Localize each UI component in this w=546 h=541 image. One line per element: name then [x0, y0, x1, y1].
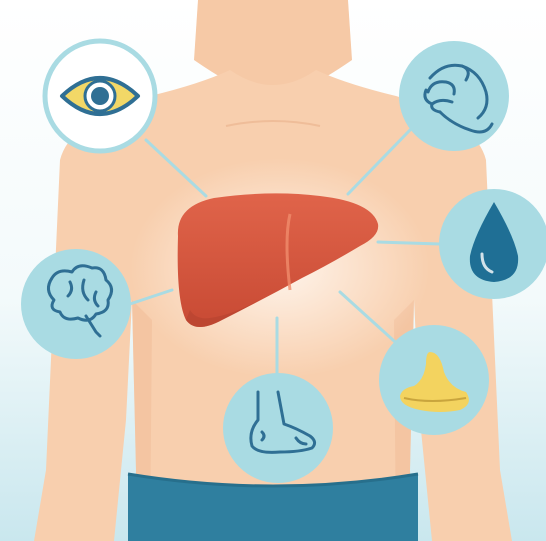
connector-drop — [378, 242, 440, 244]
nose-symptom-circle — [379, 325, 489, 435]
foot-symptom-circle — [223, 373, 333, 483]
eye-symptom-circle — [45, 41, 155, 151]
hand-symptom-circle — [399, 41, 509, 151]
drop-symptom-circle — [439, 189, 546, 299]
brain-symptom-circle — [21, 249, 131, 359]
